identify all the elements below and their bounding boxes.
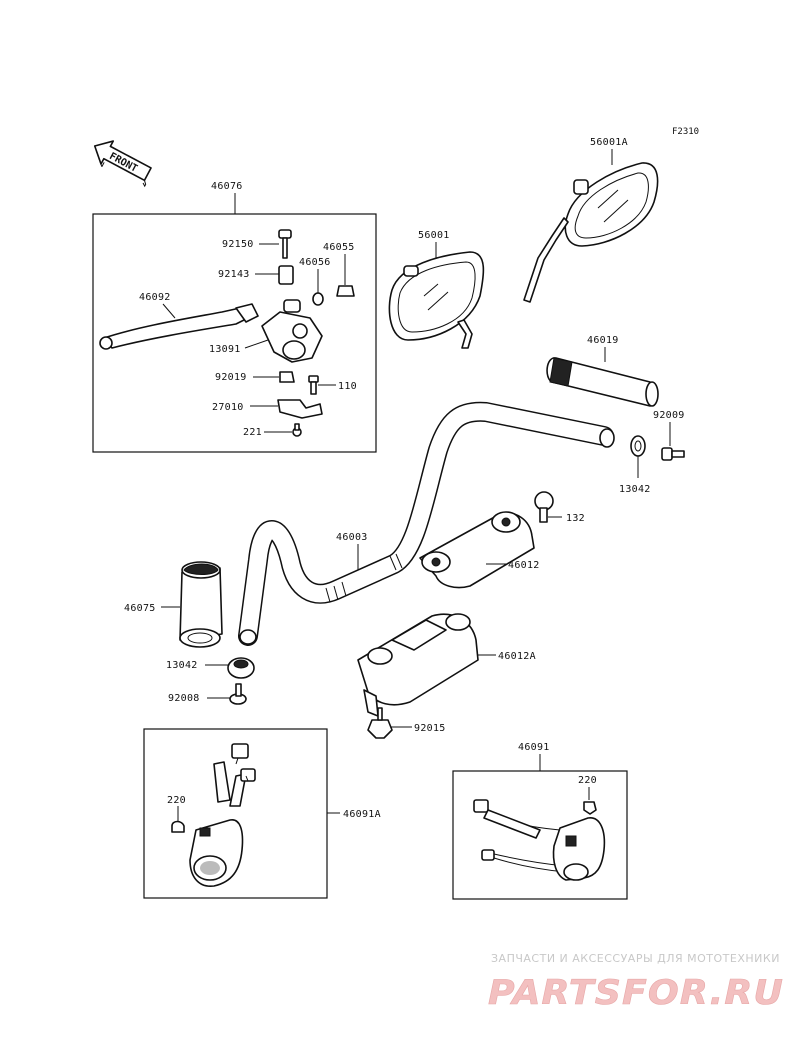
nut-92019: [279, 371, 295, 383]
handlebar-switch-46091: [473, 799, 606, 881]
handlebar-switch-46091A: [189, 743, 256, 887]
label-46003: 46003: [336, 532, 368, 543]
watermark-tagline: ЗАПЧАСТИ И АКСЕССУАРЫ ДЛЯ МОТОТЕХНИКИ: [491, 952, 780, 965]
label-92150: 92150: [222, 239, 254, 250]
screw-220-left: [171, 820, 185, 833]
grip-46019: [546, 357, 659, 407]
label-46076: 46076: [211, 181, 243, 192]
label-46092: 46092: [139, 292, 171, 303]
label-92015: 92015: [414, 723, 446, 734]
label-27010: 27010: [212, 402, 244, 413]
bolt-132: [534, 491, 554, 523]
label-46091: 46091: [518, 742, 550, 753]
holder-46012: [419, 511, 535, 589]
screw-220-right: [583, 801, 597, 815]
label-46075: 46075: [124, 603, 156, 614]
figure-code: F2310: [672, 127, 699, 137]
nut-92015: [367, 707, 393, 739]
label-46055: 46055: [323, 242, 355, 253]
collar-92143: [278, 265, 294, 285]
label-132: 132: [566, 513, 585, 524]
label-92009: 92009: [653, 410, 685, 421]
weight-13042-right: [630, 435, 646, 457]
label-56001A: 56001A: [590, 137, 628, 148]
label-13042-right: 13042: [619, 484, 651, 495]
label-220-right: 220: [578, 775, 597, 786]
holder-46012A: [357, 613, 479, 717]
lever-holder-13091: [261, 299, 323, 363]
lever-assembly-box: [92, 213, 377, 453]
watermark: ЗАПЧАСТИ И АКСЕССУАРЫ ДЛЯ МОТОТЕХНИКИ PA…: [488, 952, 784, 1013]
label-46091A: 46091A: [343, 809, 381, 820]
mirror-56001: [388, 251, 485, 349]
label-13042-left: 13042: [166, 660, 198, 671]
grip-46075: [179, 561, 223, 648]
bolt-92150: [278, 229, 292, 259]
switch-27010: [277, 399, 323, 419]
label-46012A: 46012A: [498, 651, 536, 662]
label-220-left: 220: [167, 795, 186, 806]
bolt-92009: [661, 447, 685, 461]
label-221: 221: [243, 427, 262, 438]
right-switch-box: [452, 770, 628, 900]
screw-110: [308, 375, 319, 395]
label-46012: 46012: [508, 560, 540, 571]
nut-46055: [336, 285, 355, 297]
handlebar-46003: [238, 401, 615, 646]
front-arrow-icon: FRONT: [93, 140, 152, 188]
label-46056: 46056: [299, 257, 331, 268]
label-92008: 92008: [168, 693, 200, 704]
screw-221: [292, 423, 302, 437]
label-46019: 46019: [587, 335, 619, 346]
watermark-brand: PARTSFOR.RU: [488, 973, 784, 1013]
mirror-56001A: [523, 162, 659, 303]
clutch-lever-46092: [99, 303, 259, 350]
bolt-92008: [229, 683, 247, 705]
label-13091: 13091: [209, 344, 241, 355]
washer-46056: [312, 292, 324, 306]
label-92019: 92019: [215, 372, 247, 383]
label-56001: 56001: [418, 230, 450, 241]
label-92143: 92143: [218, 269, 250, 280]
weight-13042-left: [227, 657, 255, 679]
label-110: 110: [338, 381, 357, 392]
